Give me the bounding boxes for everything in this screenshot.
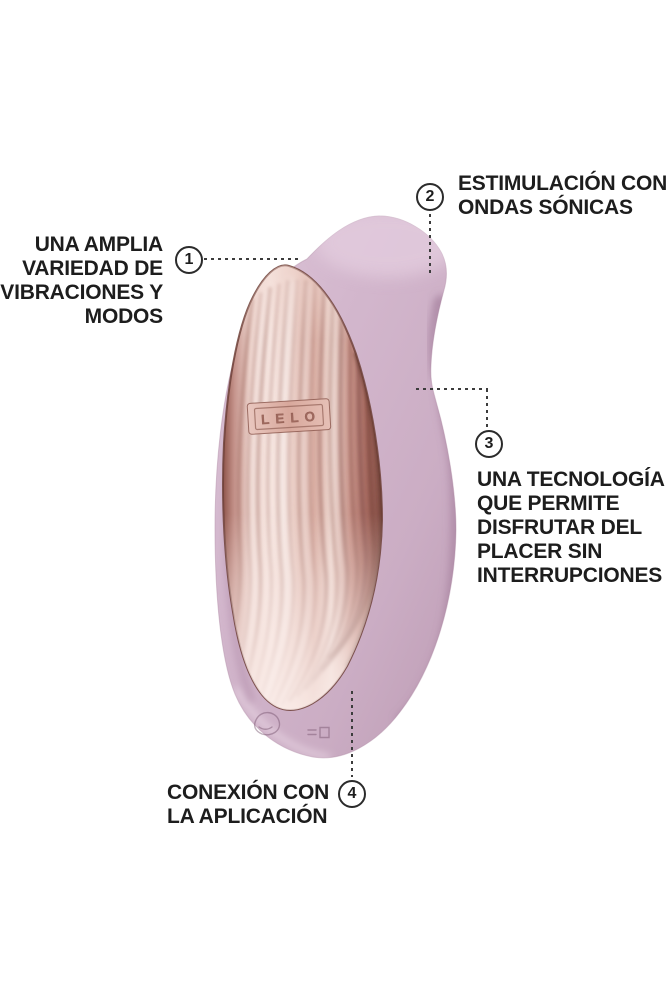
callout-2-line: ESTIMULACIÓN CON [458,172,667,195]
callout-1-line: MODOS [84,305,164,328]
product-face: LELO [222,264,384,711]
callout-4-number: 4 [347,785,357,802]
leader-line-2 [429,214,431,274]
callout-1-label: UNA AMPLIA VARIEDAD DE VIBRACIONES Y MOD… [0,233,163,329]
callout-3-line: UNA TECNOLOGÍA [477,468,665,491]
callout-2-badge: 2 [416,183,444,211]
callout-3-line: QUE PERMITE [477,492,620,515]
callout-1-line: VARIEDAD DE [22,257,163,280]
callout-3-number: 3 [484,435,494,452]
callout-2-line: ONDAS SÓNICAS [458,196,633,219]
callout-3-badge: 3 [475,430,503,458]
control-engravings [253,711,330,739]
callout-2-number: 2 [425,188,435,205]
callout-1-line: VIBRACIONES Y [0,281,163,304]
leader-line-3-horizontal [416,388,488,390]
callout-4-line: CONEXIÓN CON [167,781,330,804]
callout-1-number: 1 [184,251,194,268]
callout-3-line: DISFRUTAR DEL [477,516,643,539]
callout-3-line: PLACER SIN [477,540,603,563]
callout-3-line: INTERRUPCIONES [477,564,663,587]
leader-line-4 [351,691,353,777]
brand-plate: LELO [246,398,332,435]
leader-line-1 [204,258,300,260]
brand-plate-text: LELO [261,409,322,428]
callout-4-line: LA APLICACIÓN [167,805,328,828]
leader-line-3-vertical [486,389,488,429]
callout-4-label: CONEXIÓN CON LA APLICACIÓN [167,781,329,829]
callout-1-badge: 1 [175,246,203,274]
callout-2-label: ESTIMULACIÓN CON ONDAS SÓNICAS [458,172,667,220]
callout-1-line: UNA AMPLIA [34,233,163,256]
callout-4-badge: 4 [338,780,366,808]
callout-3-label: UNA TECNOLOGÍA QUE PERMITE DISFRUTAR DEL… [477,468,665,588]
